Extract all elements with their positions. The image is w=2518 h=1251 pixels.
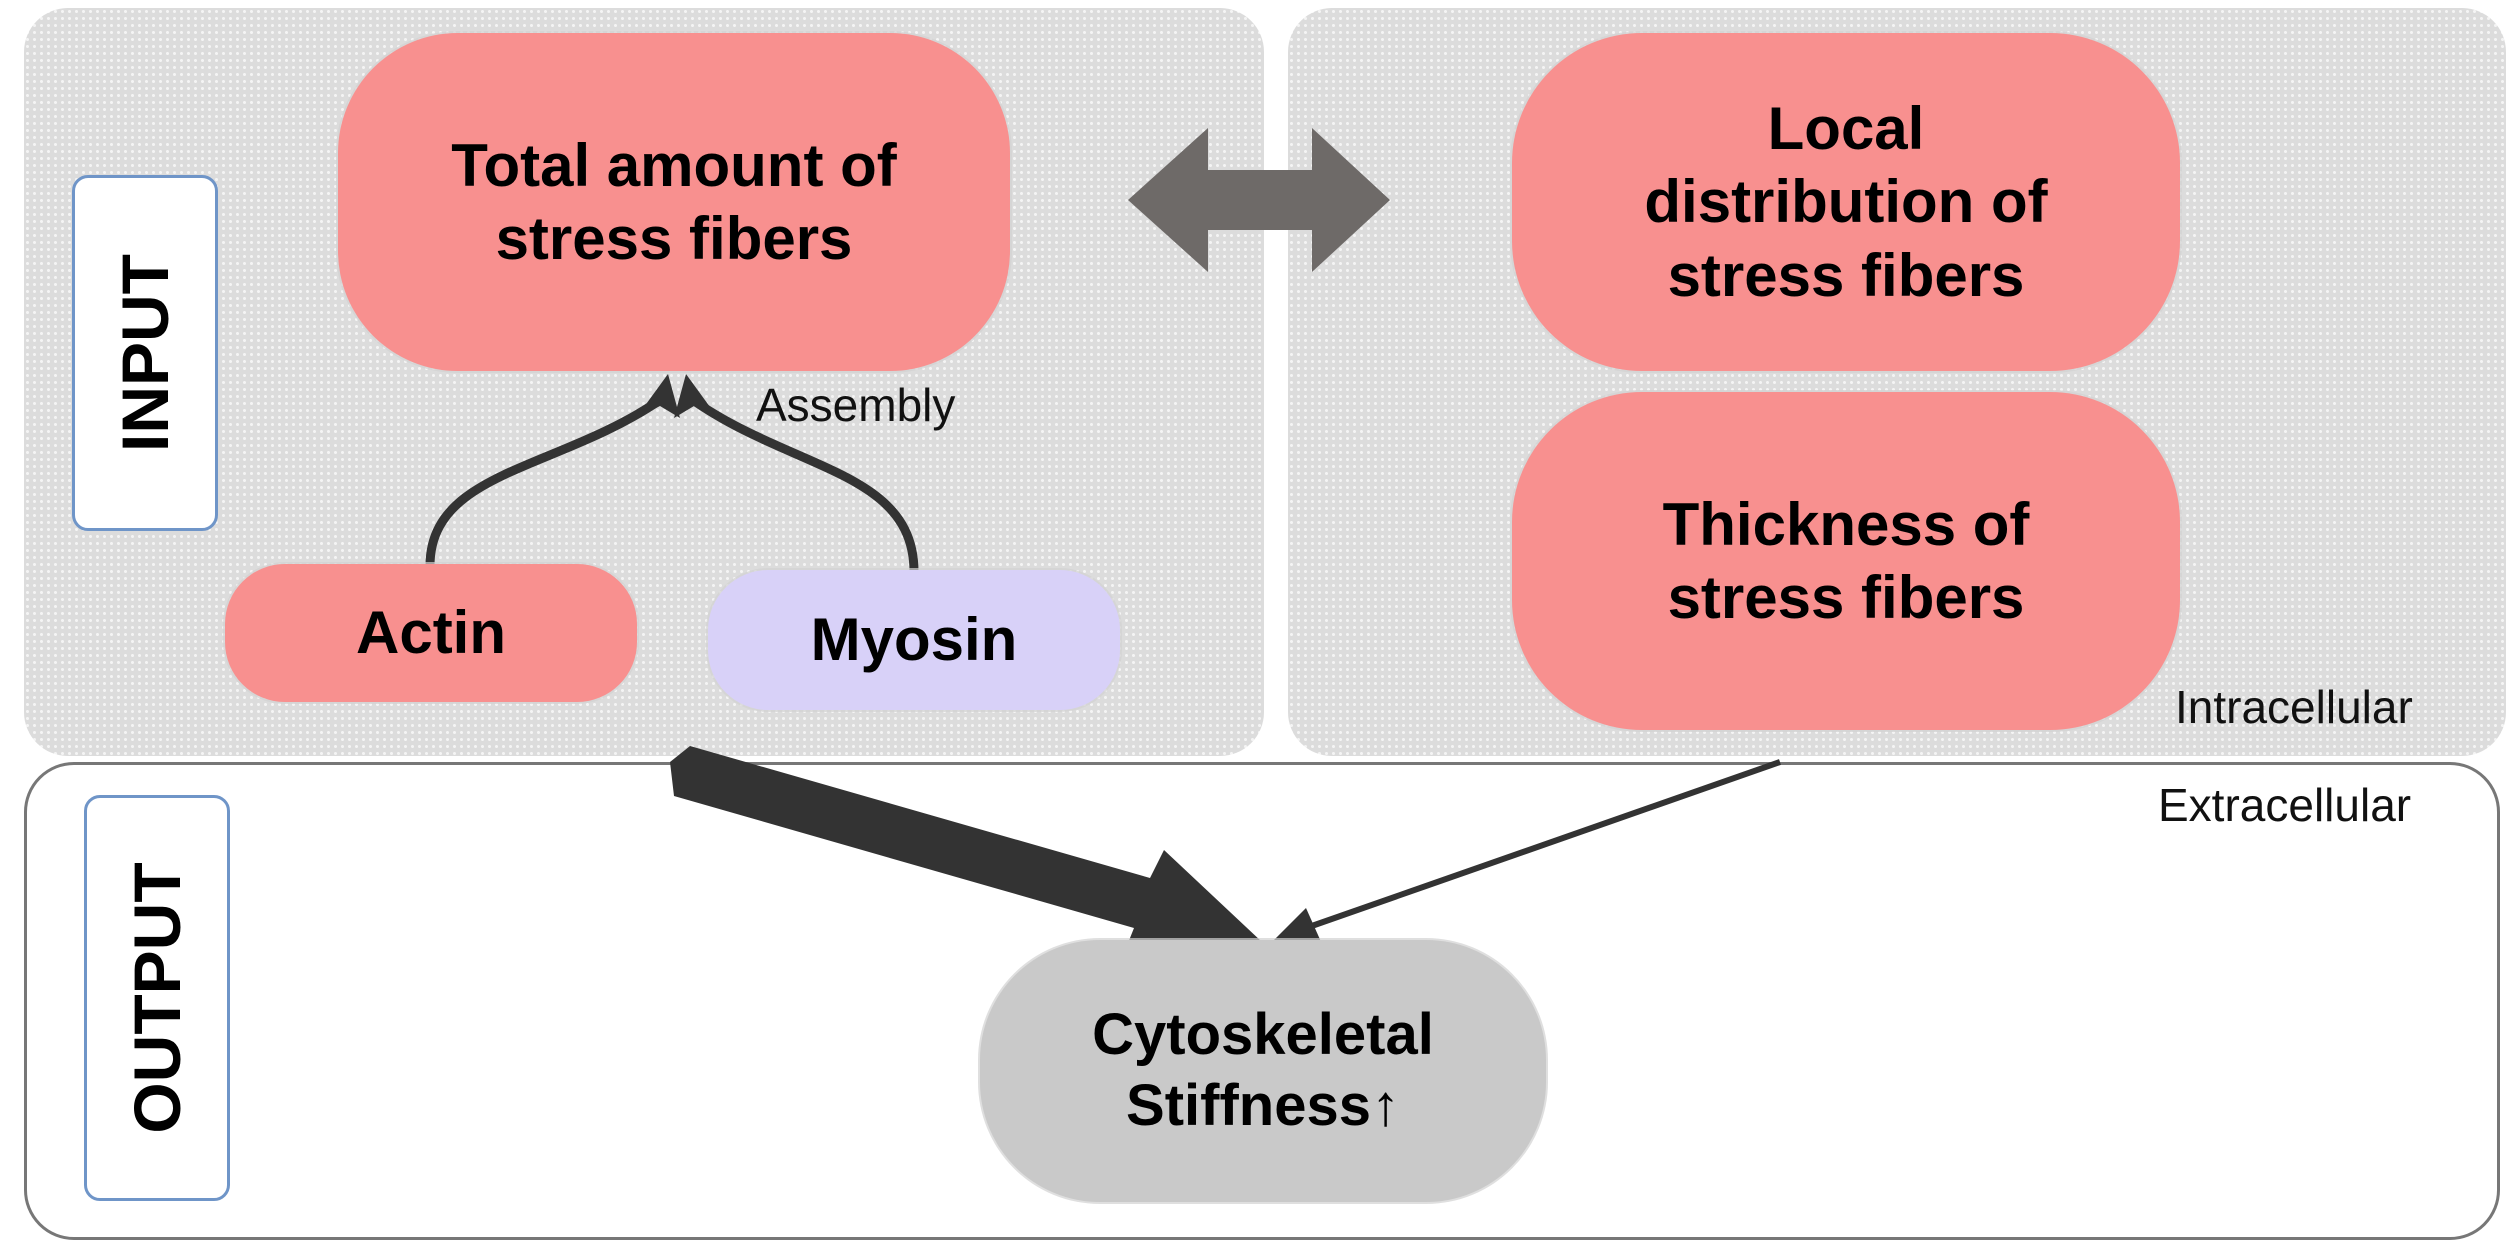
extracellular-annotation: Extracellular	[2158, 779, 2412, 831]
node-myosin: Myosin	[708, 570, 1120, 710]
node-actin: Actin	[225, 564, 637, 702]
node-thickness-label: Thickness of stress fibers	[1662, 490, 2030, 631]
arrow-actin-to-total	[425, 394, 666, 567]
node-actin-label: Actin	[356, 599, 506, 667]
node-thickness: Thickness of stress fibers	[1512, 392, 2180, 730]
node-cytoskeletal-stiffness: Cytoskeletal Stiffness↑	[980, 940, 1546, 1202]
arrowhead-myosin	[674, 374, 718, 418]
arrowhead-actin	[636, 374, 680, 418]
double-arrow	[1128, 128, 1390, 272]
input-label-box: INPUT	[72, 175, 218, 531]
intracellular-annotation: Intracellular	[2175, 681, 2413, 733]
arrowhead-right-to-stiffness	[1270, 908, 1322, 944]
node-myosin-label: Myosin	[810, 606, 1018, 674]
node-local-label: Local distribution of stress fibers	[1644, 95, 2048, 309]
node-stiffness-label: Cytoskeletal Stiffness↑	[1092, 1002, 1434, 1138]
arrow-myosin-to-total	[687, 394, 919, 573]
node-local-distribution: Local distribution of stress fibers	[1512, 33, 2180, 371]
arrow-total-to-stiffness	[670, 746, 1262, 958]
node-total-label: Total amount of stress fibers	[451, 131, 897, 272]
assembly-annotation: Assembly	[756, 379, 956, 431]
output-label-box: OUTPUT	[84, 795, 230, 1201]
node-total-amount-stress-fibers: Total amount of stress fibers	[338, 33, 1010, 371]
arrow-right-to-stiffness	[1305, 759, 1781, 931]
